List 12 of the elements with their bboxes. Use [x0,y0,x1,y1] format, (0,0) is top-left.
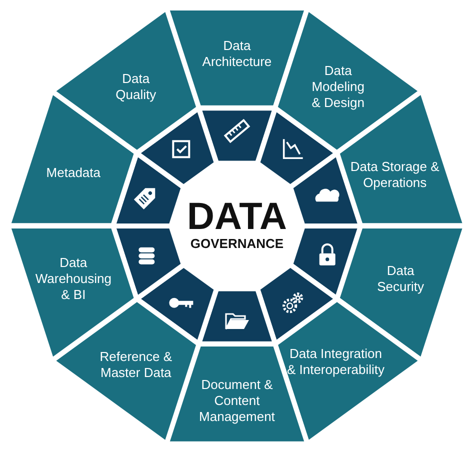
center-subtitle: GOVERNANCE [189,236,285,252]
segment-label: Data Integration & Interoperability [286,346,386,378]
segment-label: Document & Content Management [198,376,276,425]
segment-label: Data Quality [114,70,158,103]
segment-label: Data Security [376,263,426,296]
segment-label: Data Architecture [201,38,273,70]
center-title: DATA [186,198,288,236]
segment-label: Reference & Master Data [98,349,174,382]
segment-label: Data Warehousing & BI [34,255,112,304]
segment-label: Data Modeling & Design [310,62,366,111]
segment-label: Data Storage & Operations [349,158,440,191]
segment-label: Metadata [45,164,102,181]
